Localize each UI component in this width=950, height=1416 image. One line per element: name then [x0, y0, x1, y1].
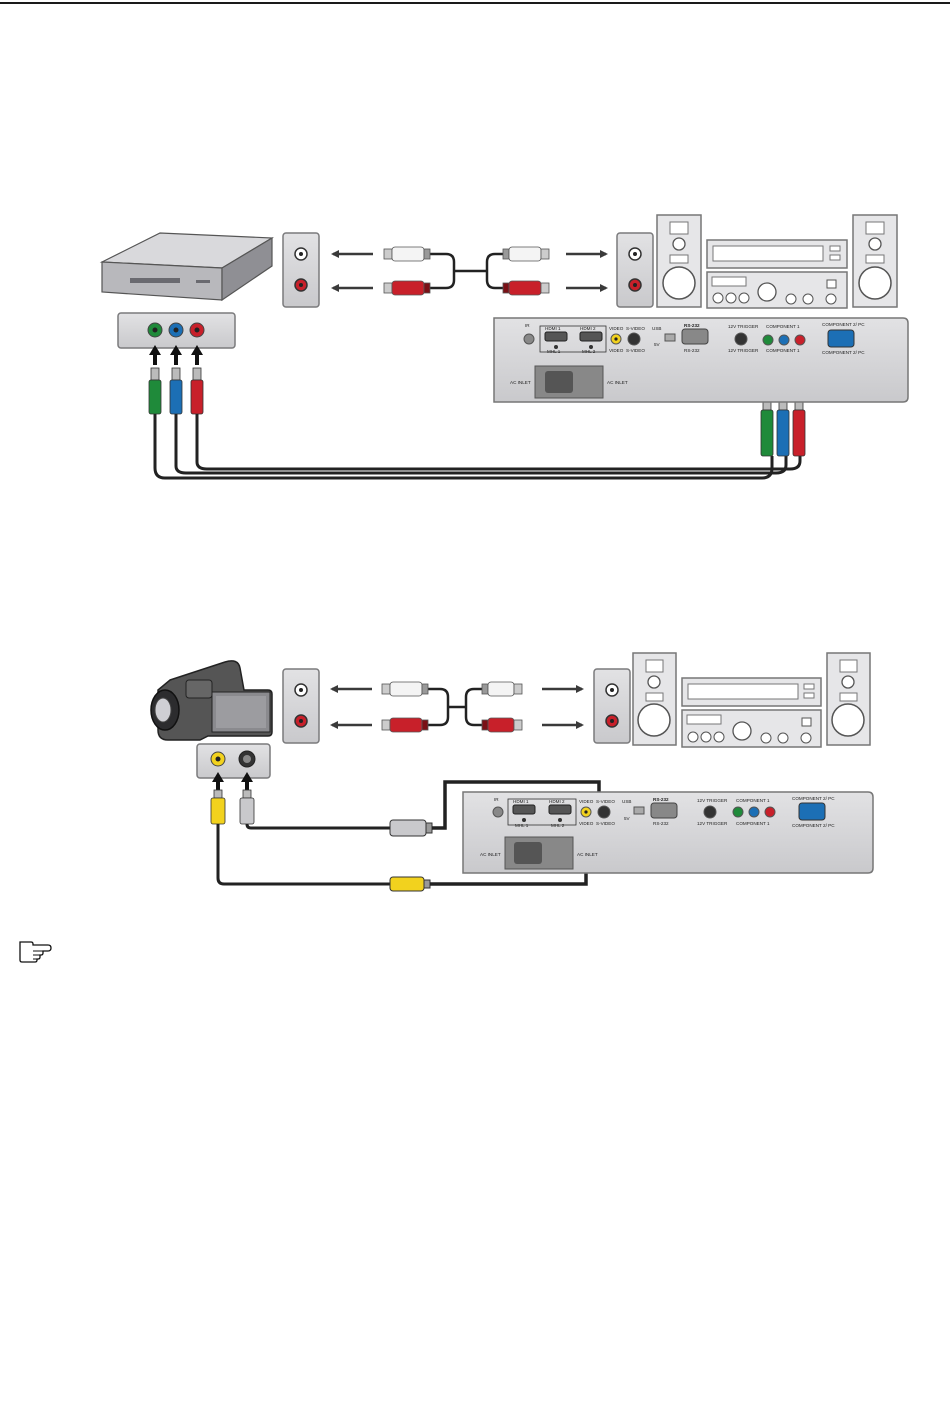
diagram-video-connection: IR HDMI 1 HDMI 2 MHL 1 MHL 2 VIDEO VIDEO…: [150, 652, 874, 892]
hdmi2-label: HDMI 2: [580, 326, 596, 331]
stereo-system: [656, 214, 898, 309]
component1-label: COMPONENT 1: [766, 324, 800, 329]
component2-mirror-label: COMPONENT 2/ PC: [822, 350, 865, 355]
video-label-2: VIDEO: [579, 799, 594, 804]
mhl1-label-2: MHL 1: [515, 823, 529, 828]
mhl1-label: MHL 1: [547, 349, 561, 354]
video-mirror-label: VIDEO: [609, 348, 624, 353]
component1-mirror-label-2: COMPONENT 1: [736, 821, 770, 826]
audio-cable: [383, 246, 550, 296]
header-rule: [0, 2, 950, 4]
video-label: VIDEO: [609, 326, 624, 331]
stereo-system-2: [632, 652, 871, 748]
trigger-label: 12V TRIGGER: [728, 324, 759, 329]
projector-rear-panel: IR HDMI 1 HDMI 2 MHL 1 MHL 2 VIDEO VIDEO…: [493, 317, 909, 403]
arrows-into-camcorder-panel: [212, 772, 253, 790]
trigger-mirror-label: 12V TRIGGER: [728, 348, 759, 353]
svideo-label-2: S-VIDEO: [596, 799, 615, 804]
arrows-into-source-panel: [149, 345, 203, 365]
usb-sub-label-2: 5V: [624, 816, 631, 821]
projector-rear-panel-2: IR HDMI 1 HDMI 2 MHL 1 MHL 2 VIDEO VIDEO…: [462, 791, 874, 874]
component2-label: COMPONENT 2/ PC: [822, 322, 865, 327]
component-plugs-right: [760, 397, 806, 457]
audio-cable-2: [381, 681, 523, 733]
mhl2-label-2: MHL 2: [551, 823, 565, 828]
component-cable: [153, 414, 802, 480]
camcorder-plugs: [210, 789, 255, 825]
source-component-output-panel: [117, 312, 236, 349]
dvd-player: [99, 232, 275, 302]
svideo-mirror-label: S-VIDEO: [626, 348, 645, 353]
diagram-component-connection: IR HDMI 1 HDMI 2 MHL 1 MHL 2 VIDEO VIDEO…: [99, 214, 909, 480]
trigger-label-2: 12V TRIGGER: [697, 798, 728, 803]
svideo-label: S-VIDEO: [626, 326, 645, 331]
camcorder-output-panel: [196, 743, 271, 779]
usb-sub-label: 5V: [654, 342, 661, 347]
pointing-hand-icon: [19, 941, 52, 963]
rs232-mirror-label-2: RS-232: [653, 821, 669, 826]
amplifier-audio-in-panel: [616, 232, 654, 308]
rs232-label-2: RS-232: [653, 797, 669, 802]
component2-label-2: COMPONENT 2/ PC: [792, 796, 835, 801]
component-plugs-left: [148, 367, 204, 415]
rs232-label: RS-232: [684, 323, 700, 328]
component1-mirror-label: COMPONENT 1: [766, 348, 800, 353]
video-mirror-label-2: VIDEO: [579, 821, 594, 826]
audio-arrows-2: [330, 685, 584, 729]
ac-inlet-label-2: AC INLET: [577, 852, 598, 857]
camcorder: [150, 660, 273, 741]
audio-arrows: [331, 250, 608, 292]
amplifier-audio-in-panel-2: [593, 668, 631, 744]
hdmi1-label-2: HDMI 1: [513, 799, 529, 804]
hdmi1-label: HDMI 1: [545, 326, 561, 331]
camcorder-audio-out-panel: [282, 668, 320, 744]
ir-label: IR: [525, 323, 530, 328]
source-audio-out-panel: [282, 232, 320, 308]
usb-label: USB: [652, 326, 661, 331]
ac-mirror-label: AC INLET: [510, 380, 531, 385]
usb-label-2: USB: [622, 799, 631, 804]
trigger-mirror-label-2: 12V TRIGGER: [697, 821, 728, 826]
component1-label-2: COMPONENT 1: [736, 798, 770, 803]
mhl2-label: MHL 2: [582, 349, 596, 354]
ac-mirror-label-2: AC INLET: [480, 852, 501, 857]
ir-label-2: IR: [494, 797, 499, 802]
rs232-mirror-label: RS-232: [684, 348, 700, 353]
ac-inlet-label: AC INLET: [607, 380, 628, 385]
component2-mirror-label-2: COMPONENT 2/ PC: [792, 823, 835, 828]
hdmi2-label-2: HDMI 2: [549, 799, 565, 804]
svideo-mirror-label-2: S-VIDEO: [596, 821, 615, 826]
